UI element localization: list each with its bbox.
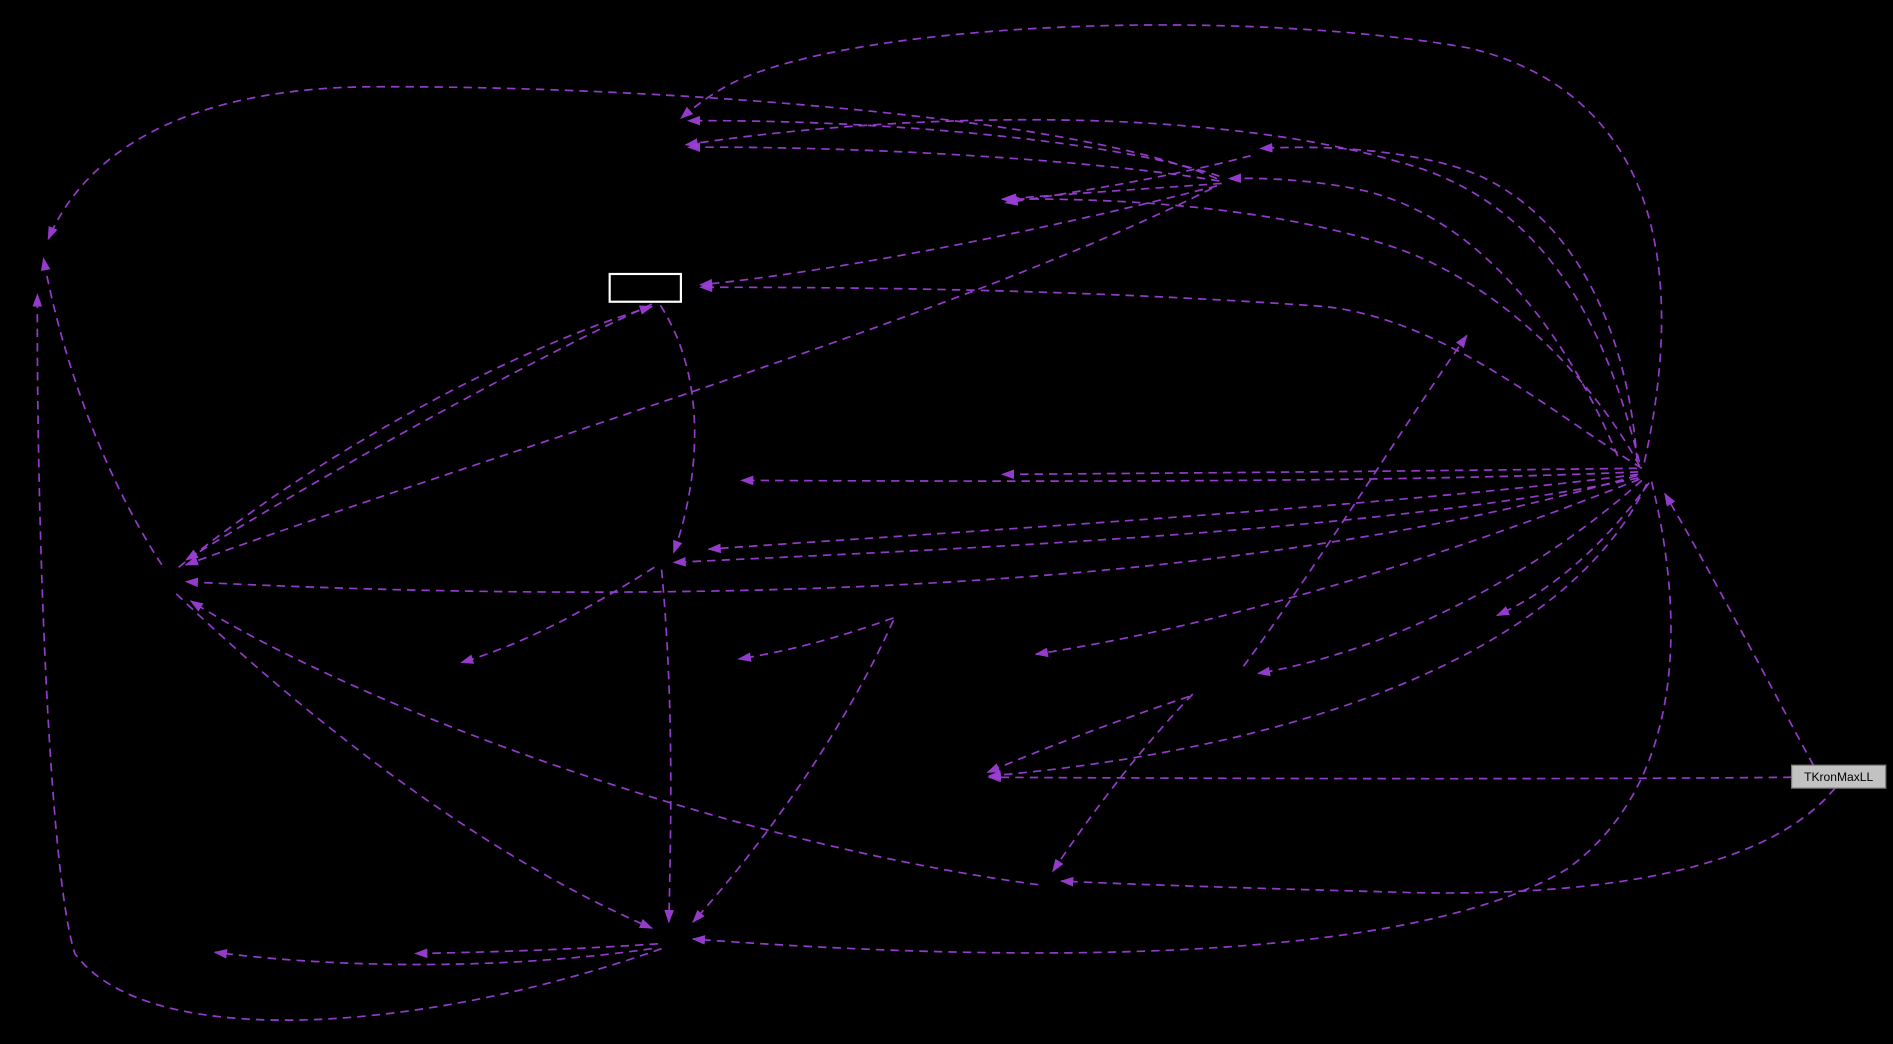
- graph-edge: [175, 593, 654, 929]
- node-tkronmaxll-box[interactable]: [1790, 764, 1887, 789]
- highlighted-node[interactable]: [608, 272, 682, 303]
- graph-edge: [686, 142, 1220, 182]
- graph-edge: [699, 282, 1643, 470]
- graph-edge: [1000, 194, 1641, 467]
- graph-edge: [184, 187, 1213, 566]
- graph-edge: [692, 620, 895, 923]
- graph-edge: [679, 24, 1663, 463]
- graph-edge: [1003, 182, 1222, 203]
- graph-edge: [684, 118, 1641, 463]
- graph-edge: [1034, 478, 1640, 658]
- graph-edge: [1052, 693, 1194, 873]
- graph-edge: [460, 566, 655, 664]
- graph-edges: [32, 24, 1836, 1021]
- graph-edge: [1664, 492, 1815, 766]
- graph-edge: [987, 772, 1792, 783]
- graph-edge: [178, 305, 654, 568]
- graph-edge: [1242, 334, 1468, 667]
- graph-edge: [987, 483, 1648, 780]
- graph-edge: [184, 303, 653, 561]
- graph-edge: [659, 304, 696, 554]
- graph-edge: [699, 185, 1218, 289]
- graph-edge: [47, 85, 1218, 241]
- graph-edge: [740, 471, 1639, 486]
- node-tkronmaxll[interactable]: TKronMaxLL: [1790, 764, 1887, 789]
- graph-edge: [691, 481, 1672, 954]
- graph-edge: [414, 942, 659, 959]
- graph-edge: [707, 473, 1639, 554]
- graph-edge: [213, 947, 653, 966]
- graph-edge: [1495, 482, 1650, 617]
- graph-edge: [1256, 479, 1643, 677]
- graph-edge: [1259, 142, 1638, 462]
- graph-edge: [40, 257, 163, 566]
- graph-edge: [1000, 467, 1638, 480]
- graph-edge: [189, 600, 1039, 886]
- graph-edge: [32, 293, 662, 1021]
- node-tkronmaxll-label: TKronMaxLL: [1804, 770, 1873, 784]
- graph-edge: [1059, 787, 1836, 894]
- graph-edge: [1227, 173, 1619, 457]
- graph-edge: [737, 617, 894, 662]
- graph-edge: [660, 569, 674, 924]
- graph-edge: [1004, 154, 1251, 206]
- graph-edge: [986, 695, 1190, 774]
- graph-edge: [184, 474, 1638, 593]
